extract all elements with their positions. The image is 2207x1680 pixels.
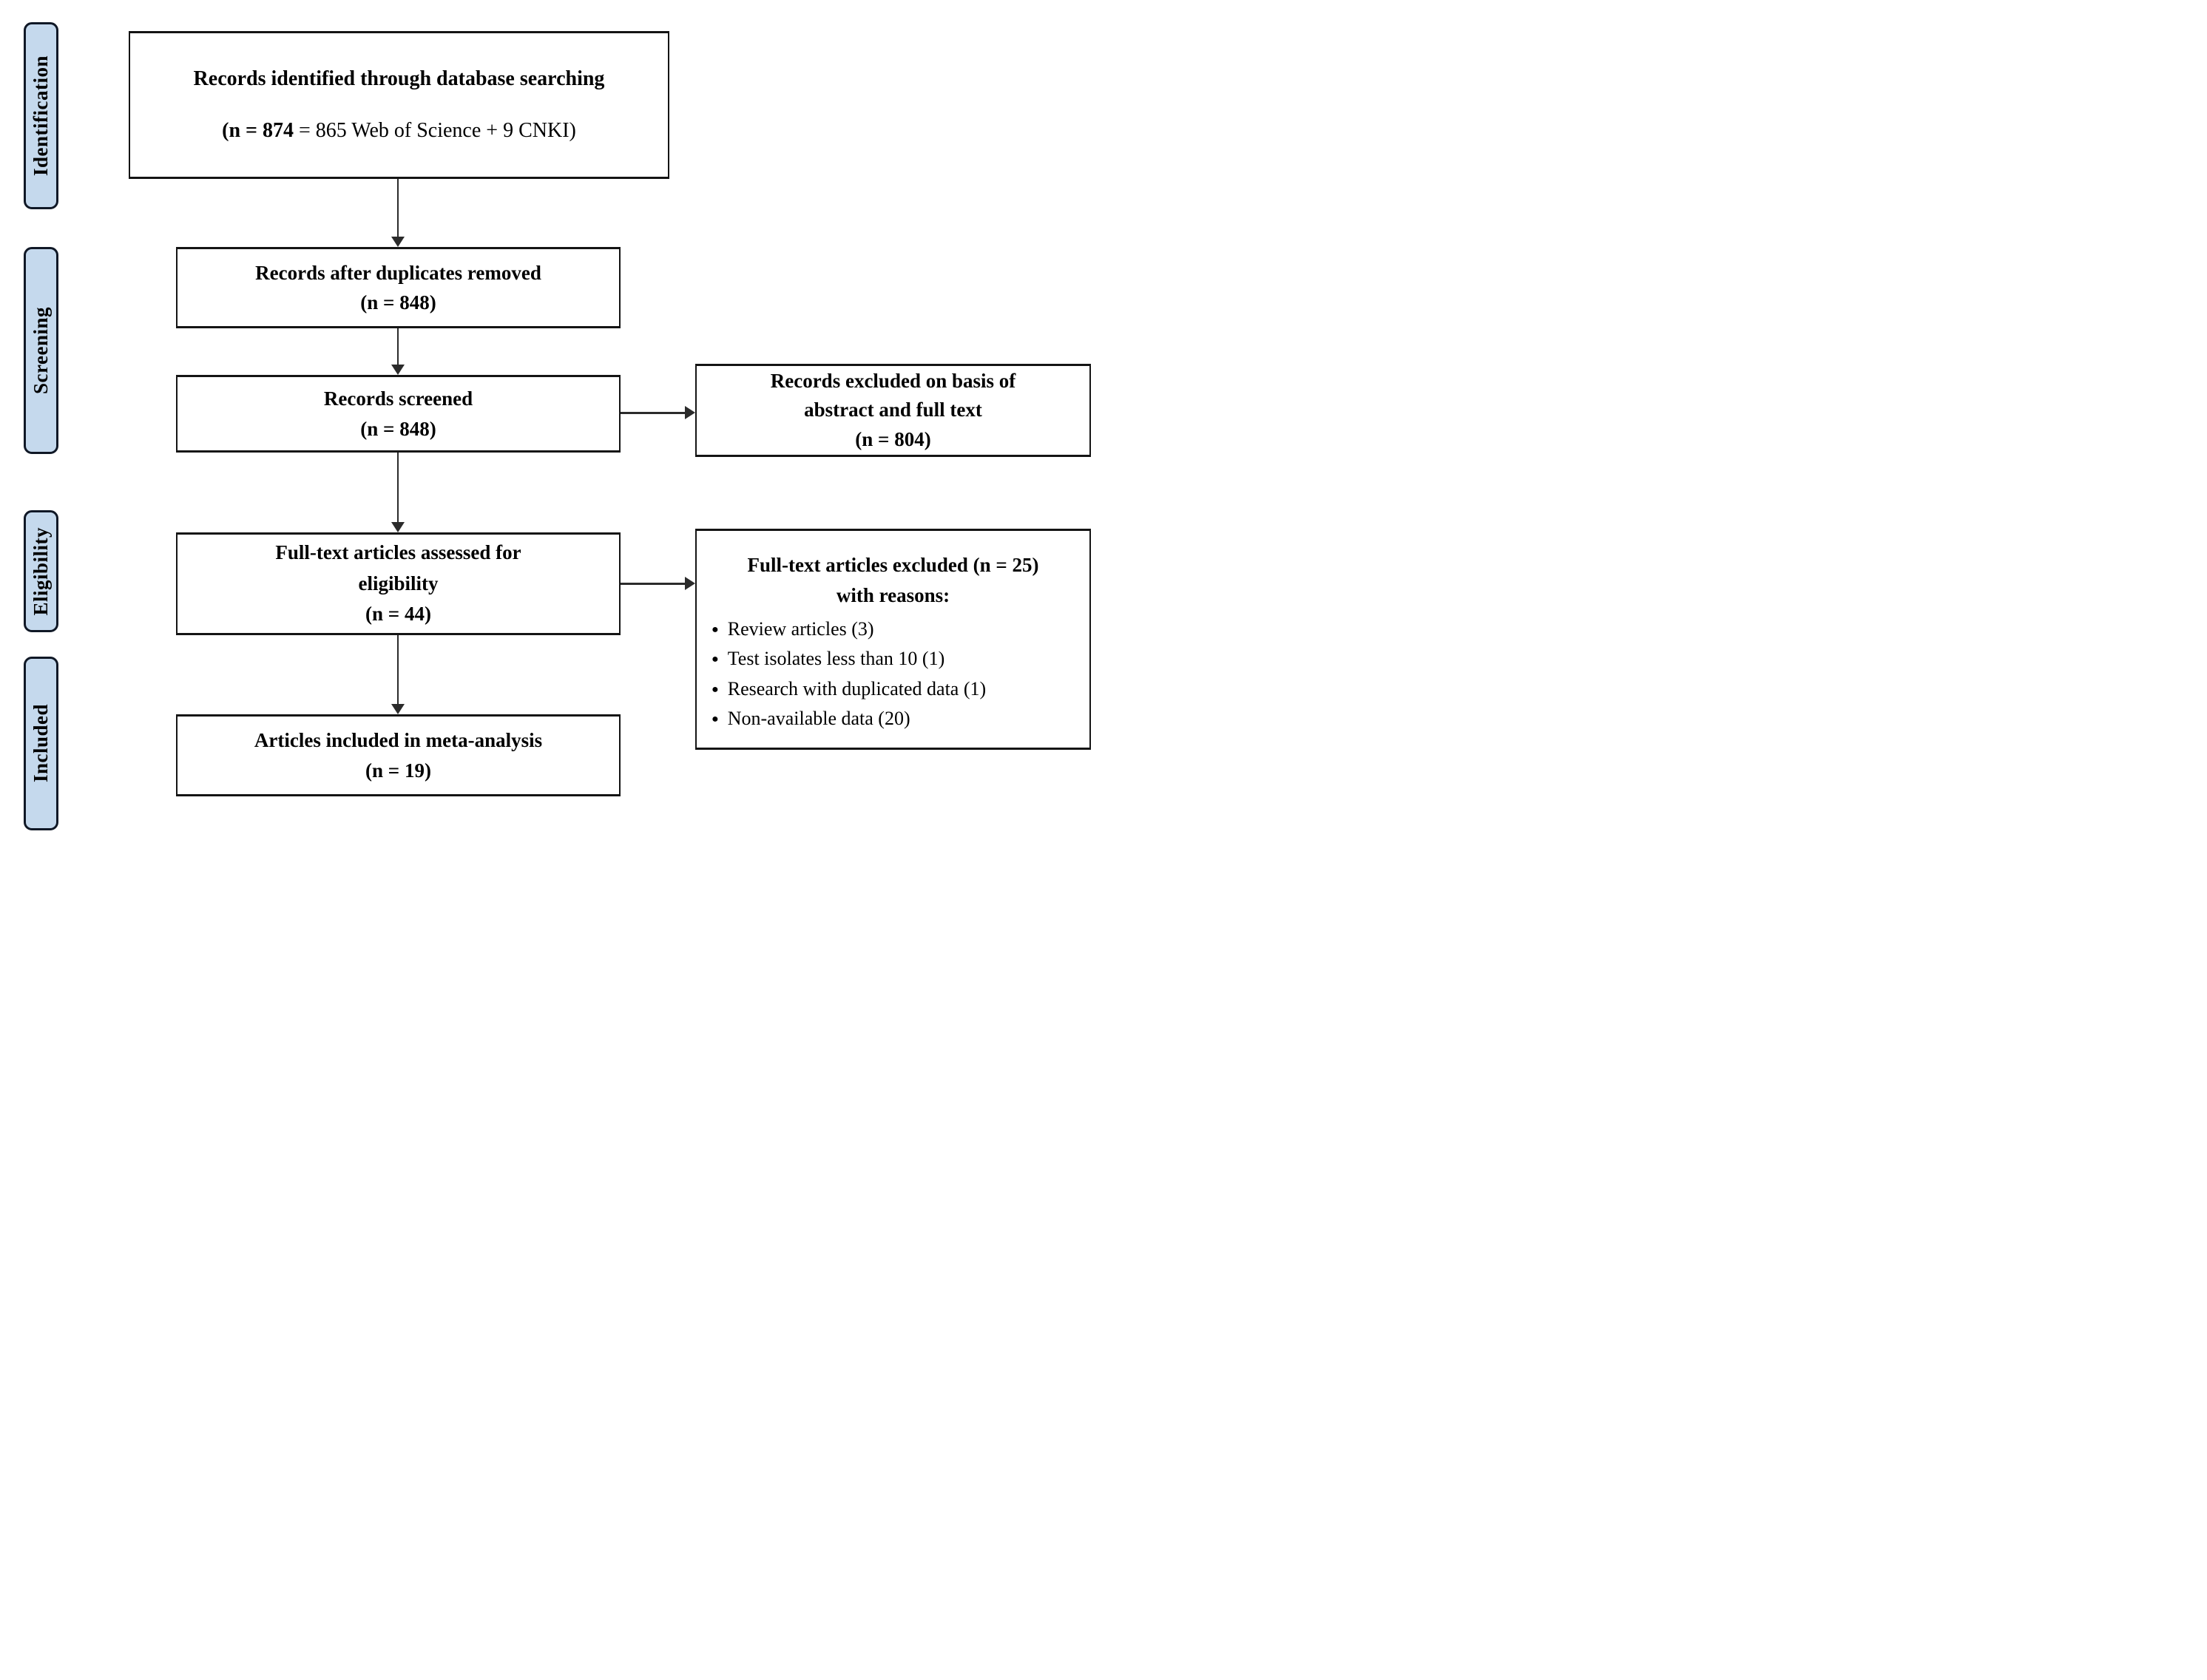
- box-records-screened-count: (n = 848): [360, 417, 436, 440]
- bullet-icon: ●: [712, 623, 719, 636]
- reason-item-text: Non-available data (20): [727, 707, 910, 729]
- connector-line-duplicates-to-screened: [397, 328, 399, 366]
- connector-line-identified-to-duplicates: [397, 179, 399, 238]
- box-records-excluded: Records excluded on basis of abstract an…: [695, 364, 1091, 457]
- box-included-meta-title: Articles included in meta-analysis: [254, 729, 543, 751]
- connector-line-assessed-to-included: [397, 635, 399, 705]
- connector-line-assessed-to-fulltext-excluded: [621, 583, 686, 585]
- arrowhead-right-icon: [685, 577, 695, 590]
- box-fulltext-assessed: Full-text articles assessed for eligibil…: [176, 532, 621, 635]
- bullet-icon: ●: [712, 682, 719, 696]
- box-fulltext-assessed-count: (n = 44): [365, 603, 431, 626]
- stage-label-eligibility-text: Eligibility: [30, 526, 52, 616]
- stage-label-screening: Screening: [24, 247, 58, 454]
- box-included-meta-count: (n = 19): [365, 759, 431, 782]
- stage-label-identification: Identification: [24, 22, 58, 209]
- box-fulltext-assessed-title-line1: Full-text articles assessed for: [275, 541, 521, 563]
- box-records-identified: Records identified through database sear…: [129, 31, 669, 179]
- box-fulltext-excluded: Full-text articles excluded (n = 25) wit…: [695, 529, 1091, 750]
- reason-item-text: Review articles (3): [727, 618, 874, 640]
- stage-label-identification-text: Identification: [30, 55, 52, 176]
- box-duplicates-removed-count: (n = 848): [360, 291, 436, 314]
- bullet-icon: ●: [712, 653, 719, 666]
- reason-item-text: Research with duplicated data (1): [727, 677, 987, 700]
- records-identified-n: (n = 874: [222, 118, 294, 142]
- box-records-excluded-title-line2: abstract and full text: [804, 399, 982, 421]
- box-duplicates-removed: Records after duplicates removed (n = 84…: [176, 247, 621, 328]
- stage-label-eligibility: Eligibility: [24, 510, 58, 632]
- box-records-excluded-title-line1: Records excluded on basis of: [770, 370, 1016, 393]
- arrowhead-down-icon: [391, 522, 405, 532]
- records-identified-n-detail: = 865 Web of Science + 9 CNKI): [294, 118, 576, 142]
- prisma-flow-diagram: Identification Screening Eligibility Inc…: [0, 0, 1104, 840]
- reason-item-text: Test isolates less than 10 (1): [727, 648, 945, 670]
- stage-label-screening-text: Screening: [30, 307, 52, 394]
- box-records-identified-count: (n = 874 = 865 Web of Science + 9 CNKI): [222, 115, 576, 146]
- box-records-identified-title: Records identified through database sear…: [193, 67, 605, 91]
- arrowhead-down-icon: [391, 704, 405, 714]
- reason-item: ● Research with duplicated data (1): [712, 674, 1079, 704]
- box-fulltext-excluded-header-line2: with reasons:: [836, 583, 950, 606]
- reason-item: ● Test isolates less than 10 (1): [712, 644, 1079, 674]
- box-records-excluded-count: (n = 804): [855, 427, 931, 450]
- arrowhead-right-icon: [685, 406, 695, 419]
- connector-line-screened-to-excluded: [621, 412, 686, 414]
- box-records-screened: Records screened (n = 848): [176, 375, 621, 453]
- box-records-screened-title: Records screened: [323, 387, 473, 410]
- reason-item: ● Review articles (3): [712, 614, 1079, 644]
- box-fulltext-excluded-header-line1: Full-text articles excluded (n = 25): [747, 554, 1039, 576]
- stage-label-included-text: Included: [30, 704, 52, 783]
- arrowhead-down-icon: [391, 237, 405, 247]
- exclusion-reason-list: ● Review articles (3) ● Test isolates less…: [707, 614, 1079, 734]
- box-included-meta: Articles included in meta-analysis (n = …: [176, 714, 621, 796]
- box-duplicates-removed-title: Records after duplicates removed: [255, 261, 541, 284]
- box-fulltext-assessed-title-line2: eligibility: [358, 572, 439, 595]
- connector-line-screened-to-assessed: [397, 453, 399, 524]
- stage-label-included: Included: [24, 657, 58, 830]
- bullet-icon: ●: [712, 712, 719, 725]
- reason-item: ● Non-available data (20): [712, 704, 1079, 734]
- arrowhead-down-icon: [391, 365, 405, 375]
